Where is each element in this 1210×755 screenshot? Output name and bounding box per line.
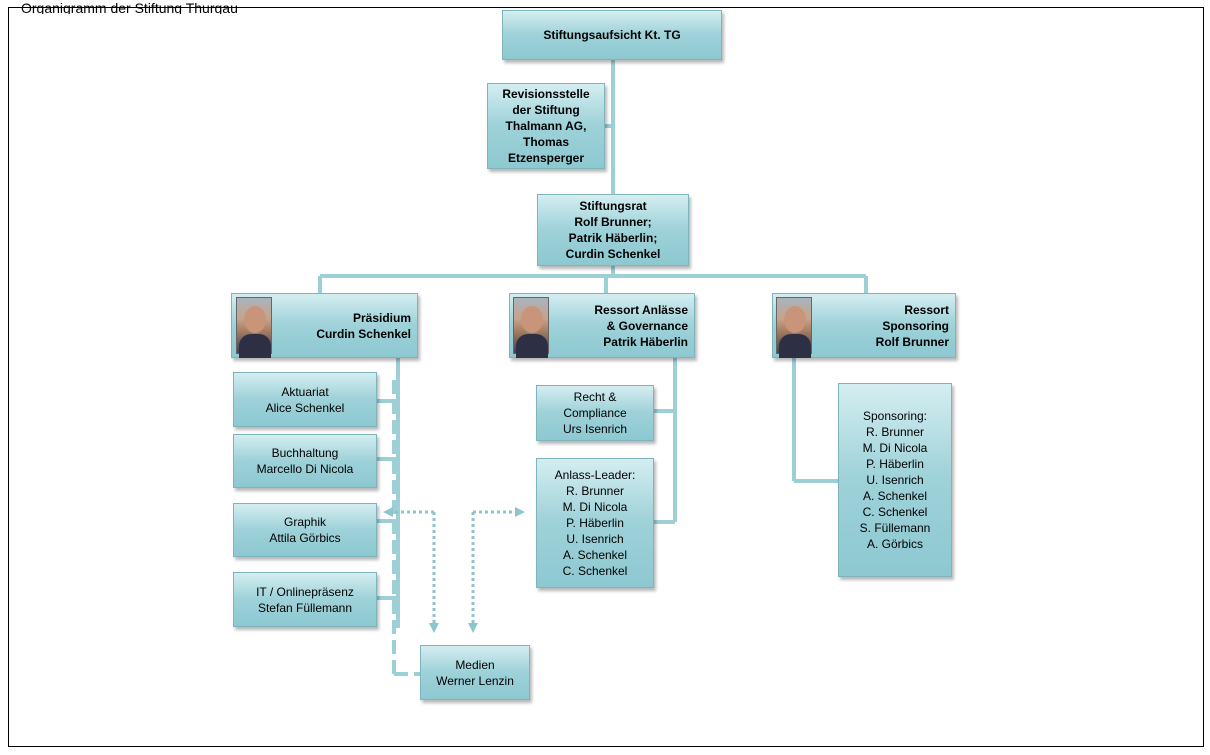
node-line: R. Brunner [865,425,925,439]
node-line: Aktuariat [281,384,329,399]
node-line: der Stiftung [512,103,580,117]
node-recht-compliance: Recht & Compliance Urs Isenrich [536,385,654,441]
node-line: Recht & [573,390,617,404]
node-line: Alice Schenkel [265,400,345,415]
node-sponsoring-list: Sponsoring: R. Brunner M. Di Nicola P. H… [838,383,952,577]
node-anlass-leader: Anlass-Leader: R. Brunner M. Di Nicola P… [536,458,654,588]
node-line: P. Häberlin [566,516,624,530]
node-line: Marcello Di Nicola [256,462,354,476]
node-line: Werner Lenzin [436,673,514,688]
node-line: U. Isenrich [866,473,924,487]
node-line: Medien [455,657,495,672]
portrait-head [521,306,543,333]
node-line: & Governance [606,318,688,333]
node-line: Buchhaltung [271,446,339,460]
org-chart-frame: Organigramm der Stiftung Thurgau [8,0,1204,747]
node-line: Stefan Füllemann [257,600,353,615]
node-medien: Medien Werner Lenzin [420,645,530,700]
portrait-body [779,334,811,358]
node-line: Stiftungsaufsicht Kt. TG [543,28,681,42]
node-line: Rolf Brunner; [574,215,652,229]
node-graphik: Graphik Attila Görbics [233,503,377,557]
node-line: Curdin Schenkel [565,247,661,261]
portrait-photo-curdin-schenkel [236,297,272,358]
node-line: Urs Isenrich [562,422,627,436]
node-line: S. Füllemann [859,521,931,535]
node-revisionsstelle: Revisionsstelle der Stiftung Thalmann AG… [487,83,605,169]
node-line: Curdin Schenkel [316,326,411,341]
node-line: A. Schenkel [562,548,628,562]
node-line: Ressort [904,302,949,317]
node-line: Attila Görbics [269,531,341,545]
node-line: Ressort Anlässe [594,302,688,317]
node-line: Stiftungsrat [579,199,647,213]
portrait-photo-rolf-brunner [776,297,812,358]
node-line: Graphik [283,515,327,529]
node-line: Patrik Häberlin; [568,231,658,245]
node-line: Etzensperger [507,151,585,165]
node-line: Compliance [563,406,627,420]
node-line: IT / Onlinepräsenz [256,584,354,599]
node-line: Revisionsstelle [502,87,590,101]
node-line: Thomas [522,135,569,149]
node-line: Patrik Häberlin [603,334,688,349]
portrait-body [516,334,548,358]
node-line: Thalmann AG, [505,119,587,133]
portrait-head [244,306,266,333]
node-stiftungsaufsicht: Stiftungsaufsicht Kt. TG [502,10,722,60]
node-line: Sponsoring: [862,409,928,423]
node-buchhaltung: Buchhaltung Marcello Di Nicola [233,434,377,488]
node-line: U. Isenrich [566,532,624,546]
node-line: C. Schenkel [862,505,928,519]
node-line: M. Di Nicola [562,500,628,514]
node-line: R. Brunner [565,484,625,498]
node-line: Rolf Brunner [875,334,949,349]
node-stiftungsrat: Stiftungsrat Rolf Brunner; Patrik Häberl… [537,194,689,266]
portrait-head [784,306,806,333]
node-line: P. Häberlin [866,457,924,471]
node-aktuariat: Aktuariat Alice Schenkel [233,372,377,427]
portrait-body [239,334,271,358]
node-line: Präsidium [352,310,411,325]
node-line: Sponsoring [882,318,949,333]
node-line: A. Schenkel [862,489,928,503]
portrait-photo-patrik-haeberlin [513,297,549,358]
node-it-onlinepraesenz: IT / Onlinepräsenz Stefan Füllemann [233,572,377,627]
node-line: Anlass-Leader: [554,468,636,482]
header-text: Organigramm der Stiftung Thurgau [21,0,238,14]
node-line: C. Schenkel [562,564,628,578]
node-line: A. Görbics [866,537,923,551]
node-line: M. Di Nicola [862,441,928,455]
